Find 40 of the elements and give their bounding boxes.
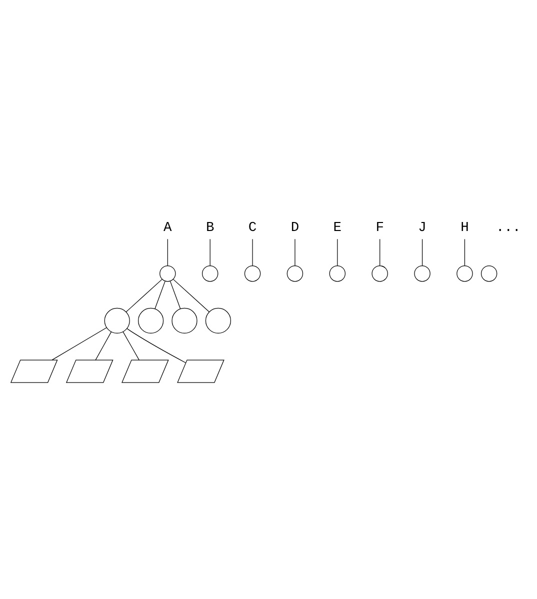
node-circle xyxy=(160,265,176,282)
connector xyxy=(95,331,112,360)
connector xyxy=(170,280,181,310)
label: ... xyxy=(496,221,521,236)
node-circle xyxy=(205,308,231,334)
node-text: H xyxy=(460,221,469,236)
connector xyxy=(167,238,168,266)
node-circle xyxy=(286,265,304,282)
node-circle xyxy=(172,308,198,334)
node-circle xyxy=(138,308,164,334)
node-parallelogram xyxy=(66,360,114,383)
node-text: B xyxy=(206,221,214,236)
node-circle xyxy=(372,265,388,282)
node-circle xyxy=(414,265,430,282)
connector xyxy=(122,331,140,360)
node-circle xyxy=(329,265,346,282)
node-circle xyxy=(480,265,498,282)
connector xyxy=(172,279,210,312)
connector xyxy=(252,238,253,266)
node-text: C xyxy=(248,221,257,236)
connector xyxy=(337,238,338,266)
node-text: E xyxy=(333,221,342,236)
connector xyxy=(52,327,107,360)
node-text: D xyxy=(290,221,300,236)
connector xyxy=(294,238,296,266)
node-text: F xyxy=(376,221,384,236)
node-circle xyxy=(456,265,473,282)
node-circle xyxy=(202,265,218,282)
connector xyxy=(464,238,466,266)
node-parallelogram xyxy=(177,360,224,383)
node-parallelogram xyxy=(10,360,58,383)
node-text: J xyxy=(418,221,426,236)
connector xyxy=(126,279,162,312)
connector xyxy=(126,328,186,364)
node-circle xyxy=(244,265,261,282)
node-circle xyxy=(104,308,130,334)
node-parallelogram xyxy=(122,360,169,383)
connector xyxy=(154,280,166,310)
connector xyxy=(422,238,423,266)
node-text: A xyxy=(164,221,172,236)
